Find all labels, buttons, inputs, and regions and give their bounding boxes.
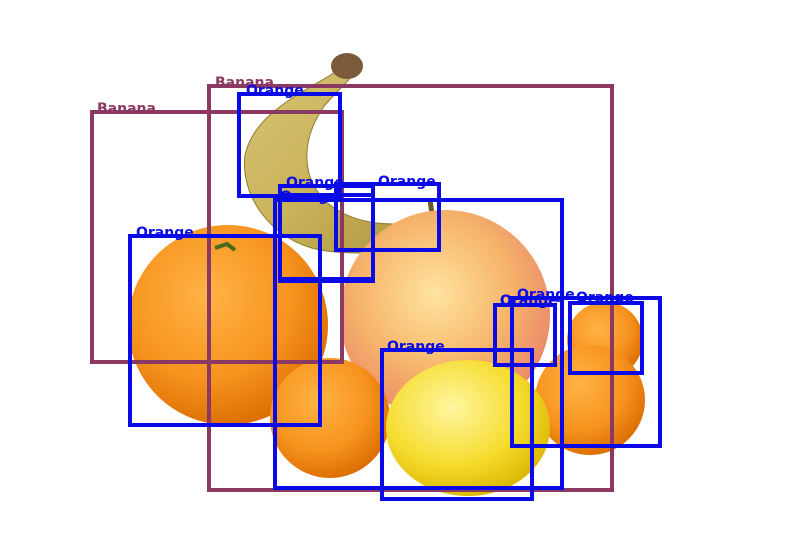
orange-label: Orange — [378, 174, 436, 190]
orange-label: Orange — [246, 83, 304, 99]
orange-bounding-box — [568, 301, 644, 375]
orange-label: Orange — [280, 189, 338, 205]
orange-right-lower — [535, 345, 645, 455]
orange-bounding-box — [273, 198, 564, 490]
banana-label: Banana — [215, 75, 274, 91]
detection-overlays: BananaBananaOrangeOrangeOrangeOrangeOran… — [90, 75, 662, 501]
banana-stem-tip — [331, 53, 363, 79]
orange-bounding-box — [510, 296, 662, 448]
orange-label: Orange — [500, 293, 558, 309]
orange-label: Orange — [286, 175, 344, 191]
tangerine-bottom — [270, 358, 390, 478]
orange-bounding-box — [334, 182, 441, 252]
fruit-photo — [128, 53, 645, 496]
orange-label: Orange — [387, 339, 445, 355]
banana-label: Banana — [97, 101, 156, 117]
orange-bounding-box — [493, 303, 557, 367]
orange-label: Orange — [136, 225, 194, 241]
orange-bounding-box — [380, 348, 534, 501]
orange-bounding-box — [128, 234, 322, 427]
banana-bounding-box — [90, 110, 344, 364]
lemon-fruit — [386, 360, 550, 496]
